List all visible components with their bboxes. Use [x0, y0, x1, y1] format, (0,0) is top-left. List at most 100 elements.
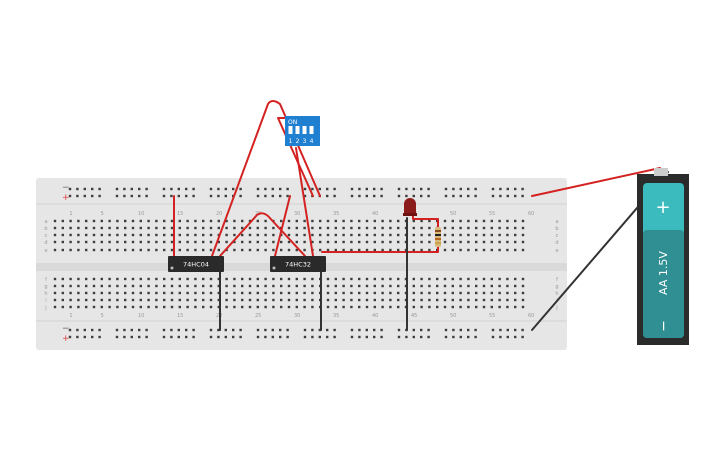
breadboard-hole[interactable]: [412, 277, 415, 281]
breadboard-hole[interactable]: [271, 328, 274, 332]
breadboard-hole[interactable]: [209, 277, 213, 281]
breadboard-hole[interactable]: [521, 335, 524, 339]
breadboard-hole[interactable]: [76, 187, 79, 191]
breadboard-hole[interactable]: [490, 248, 493, 252]
breadboard-hole[interactable]: [124, 240, 127, 244]
breadboard-hole[interactable]: [248, 298, 252, 302]
breadboard-hole[interactable]: [514, 328, 517, 332]
breadboard-hole[interactable]: [381, 226, 384, 230]
breadboard-hole[interactable]: [443, 305, 447, 309]
breadboard-hole[interactable]: [217, 328, 220, 332]
breadboard-hole[interactable]: [373, 194, 376, 198]
breadboard-hole[interactable]: [77, 291, 80, 295]
breadboard-hole[interactable]: [358, 284, 361, 288]
breadboard-hole[interactable]: [264, 233, 267, 237]
breadboard-hole[interactable]: [124, 291, 127, 295]
breadboard-hole[interactable]: [286, 328, 289, 332]
breadboard-hole[interactable]: [256, 291, 259, 295]
breadboard-hole[interactable]: [192, 187, 195, 191]
breadboard-hole[interactable]: [428, 305, 431, 309]
breadboard-hole[interactable]: [116, 277, 119, 281]
breadboard-hole[interactable]: [443, 291, 447, 295]
breadboard-hole[interactable]: [381, 240, 384, 244]
breadboard-hole[interactable]: [264, 187, 267, 191]
breadboard-hole[interactable]: [482, 298, 486, 302]
breadboard-hole[interactable]: [116, 226, 119, 230]
breadboard-hole[interactable]: [482, 291, 486, 295]
breadboard-hole[interactable]: [139, 226, 142, 230]
breadboard-hole[interactable]: [342, 277, 345, 281]
breadboard-hole[interactable]: [83, 194, 86, 198]
breadboard-hole[interactable]: [319, 219, 322, 223]
breadboard-hole[interactable]: [98, 328, 101, 332]
breadboard-hole[interactable]: [100, 219, 103, 223]
breadboard-hole[interactable]: [311, 240, 314, 244]
breadboard-hole[interactable]: [490, 226, 493, 230]
breadboard-hole[interactable]: [209, 291, 213, 295]
breadboard-hole[interactable]: [77, 284, 80, 288]
breadboard-hole[interactable]: [380, 328, 383, 332]
breadboard-hole[interactable]: [373, 248, 376, 252]
breadboard-hole[interactable]: [124, 226, 127, 230]
breadboard-hole[interactable]: [61, 219, 64, 223]
breadboard-hole[interactable]: [397, 219, 400, 223]
breadboard-hole[interactable]: [69, 291, 72, 295]
breadboard-hole[interactable]: [77, 226, 80, 230]
breadboard-hole[interactable]: [311, 335, 314, 339]
breadboard-hole[interactable]: [412, 240, 415, 244]
breadboard-hole[interactable]: [459, 284, 462, 288]
breadboard-hole[interactable]: [490, 240, 493, 244]
breadboard-hole[interactable]: [350, 291, 353, 295]
breadboard-hole[interactable]: [202, 240, 205, 244]
breadboard-hole[interactable]: [350, 240, 353, 244]
breadboard-hole[interactable]: [264, 328, 267, 332]
breadboard-hole[interactable]: [178, 248, 181, 252]
breadboard-hole[interactable]: [334, 226, 337, 230]
breadboard-hole[interactable]: [241, 233, 244, 237]
breadboard-hole[interactable]: [499, 194, 502, 198]
breadboard-hole[interactable]: [123, 194, 126, 198]
breadboard-hole[interactable]: [155, 226, 158, 230]
breadboard-hole[interactable]: [170, 277, 174, 281]
breadboard-hole[interactable]: [475, 305, 478, 309]
breadboard-hole[interactable]: [53, 240, 57, 244]
breadboard-hole[interactable]: [311, 233, 314, 237]
breadboard-hole[interactable]: [280, 240, 283, 244]
breadboard-hole[interactable]: [147, 226, 150, 230]
breadboard-hole[interactable]: [256, 194, 260, 198]
breadboard-hole[interactable]: [475, 277, 478, 281]
breadboard-hole[interactable]: [467, 291, 470, 295]
breadboard-hole[interactable]: [53, 277, 57, 281]
breadboard-hole[interactable]: [373, 328, 376, 332]
breadboard-hole[interactable]: [287, 277, 291, 281]
breadboard-hole[interactable]: [334, 291, 337, 295]
breadboard-hole[interactable]: [202, 291, 205, 295]
breadboard-hole[interactable]: [233, 305, 236, 309]
breadboard-hole[interactable]: [209, 284, 213, 288]
breadboard-hole[interactable]: [279, 194, 282, 198]
breadboard-hole[interactable]: [295, 233, 298, 237]
breadboard-hole[interactable]: [186, 291, 189, 295]
breadboard-hole[interactable]: [162, 187, 166, 191]
breadboard-hole[interactable]: [280, 248, 283, 252]
breadboard-hole[interactable]: [311, 284, 314, 288]
breadboard-hole[interactable]: [272, 248, 275, 252]
breadboard-hole[interactable]: [397, 298, 400, 302]
breadboard-hole[interactable]: [397, 226, 400, 230]
breadboard-hole[interactable]: [186, 240, 189, 244]
breadboard-hole[interactable]: [279, 335, 282, 339]
breadboard-hole[interactable]: [365, 248, 369, 252]
breadboard-hole[interactable]: [147, 298, 150, 302]
breadboard-hole[interactable]: [131, 291, 135, 295]
breadboard-hole[interactable]: [326, 187, 329, 191]
breadboard-hole[interactable]: [77, 219, 80, 223]
breadboard-hole[interactable]: [225, 233, 228, 237]
breadboard-hole[interactable]: [358, 226, 361, 230]
breadboard-hole[interactable]: [92, 248, 96, 252]
breadboard-hole[interactable]: [155, 277, 158, 281]
breadboard-hole[interactable]: [295, 240, 298, 244]
breadboard-hole[interactable]: [467, 335, 470, 339]
breadboard-hole[interactable]: [163, 248, 166, 252]
breadboard-hole[interactable]: [365, 187, 368, 191]
